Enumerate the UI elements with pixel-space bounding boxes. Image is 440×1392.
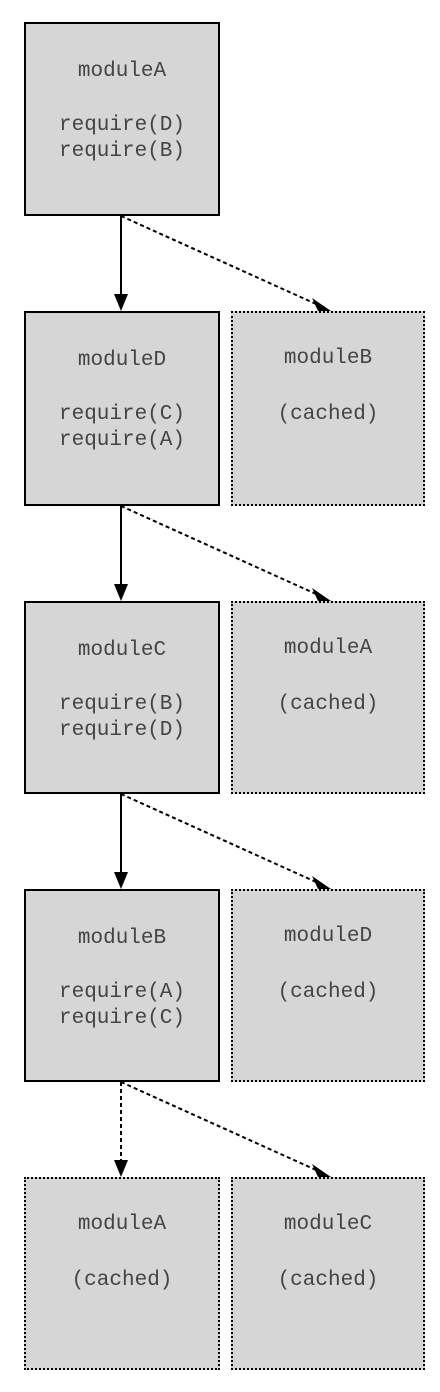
module-box-moduleB: moduleB require(A) require(C) bbox=[24, 889, 220, 1082]
require-call: require(A) bbox=[58, 429, 186, 452]
require-list: require(D) require(B) bbox=[26, 113, 218, 165]
arrowhead bbox=[312, 588, 331, 601]
module-name: moduleC bbox=[283, 1213, 373, 1236]
cached-box-moduleB: moduleB (cached) bbox=[231, 311, 425, 506]
arrow-moduleD-to-moduleA-cached bbox=[120, 505, 317, 595]
require-call: require(C) bbox=[58, 403, 186, 426]
cached-box-moduleA: moduleA (cached) bbox=[231, 601, 425, 794]
cached-note: (cached) bbox=[277, 1269, 379, 1292]
require-call: require(B) bbox=[58, 693, 186, 716]
module-name: moduleA bbox=[77, 60, 167, 83]
arrowhead bbox=[312, 1164, 331, 1177]
require-list: require(B) require(D) bbox=[26, 692, 218, 744]
arrowhead bbox=[114, 294, 128, 311]
module-name: moduleC bbox=[77, 639, 167, 662]
module-box-moduleA: moduleA require(D) require(B) bbox=[24, 22, 220, 216]
module-name: moduleA bbox=[283, 637, 373, 660]
cached-note: (cached) bbox=[277, 693, 379, 716]
arrowhead bbox=[114, 584, 128, 601]
module-name: moduleD bbox=[283, 925, 373, 948]
require-call: require(B) bbox=[58, 140, 186, 163]
require-list: require(A) require(C) bbox=[26, 980, 218, 1032]
module-box-moduleC: moduleC require(B) require(D) bbox=[24, 601, 220, 794]
arrowhead bbox=[114, 1160, 128, 1177]
module-name: moduleD bbox=[77, 349, 167, 372]
require-list: require(C) require(A) bbox=[26, 402, 218, 454]
module-box-moduleD: moduleD require(C) require(A) bbox=[24, 311, 220, 506]
cached-note: (cached) bbox=[277, 981, 379, 1004]
module-name: moduleB bbox=[77, 927, 167, 950]
cached-box-moduleA: moduleA (cached) bbox=[24, 1177, 220, 1370]
module-name: moduleA bbox=[77, 1213, 167, 1236]
arrow-moduleC-to-moduleD-cached bbox=[120, 793, 317, 883]
arrowhead bbox=[312, 298, 331, 311]
cached-box-moduleD: moduleD (cached) bbox=[231, 889, 425, 1082]
require-call: require(D) bbox=[58, 719, 186, 742]
require-call: require(A) bbox=[58, 981, 186, 1004]
cached-note: (cached) bbox=[71, 1269, 173, 1292]
arrow-moduleA-to-moduleB-cached bbox=[120, 215, 317, 305]
arrow-moduleB-to-moduleC-cached bbox=[120, 1081, 317, 1171]
arrowhead bbox=[114, 872, 128, 889]
cached-box-moduleC: moduleC (cached) bbox=[231, 1177, 425, 1370]
module-name: moduleB bbox=[283, 347, 373, 370]
require-call: require(C) bbox=[58, 1007, 186, 1030]
arrowhead bbox=[312, 876, 331, 889]
cached-note: (cached) bbox=[277, 403, 379, 426]
require-call: require(D) bbox=[58, 114, 186, 137]
